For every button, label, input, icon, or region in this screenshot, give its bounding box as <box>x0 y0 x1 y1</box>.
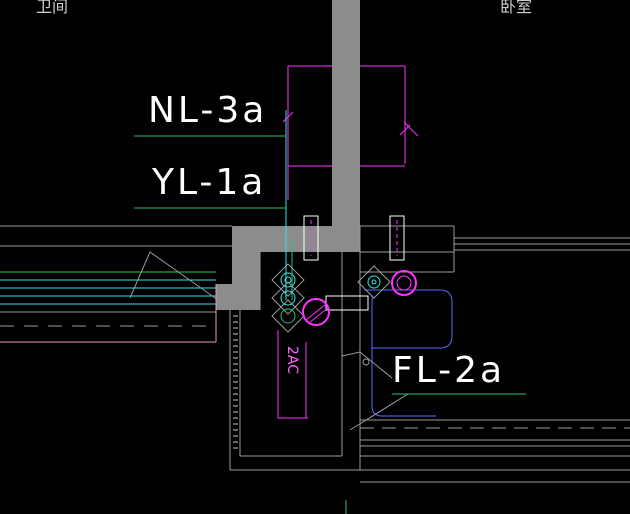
pipe-shaft <box>229 252 361 471</box>
label-yl-1a: YL-1a <box>151 162 266 203</box>
right-slab-lines <box>359 225 630 483</box>
room-label-top-right: 卧室 <box>500 0 532 16</box>
label-nl-3a: NL-3a <box>148 90 267 131</box>
room-label-top-left: 卫间 <box>36 0 68 16</box>
pipe-lines <box>285 110 453 514</box>
shaft-hatch <box>233 315 238 449</box>
label-fl-2a: FL-2a <box>392 350 505 391</box>
dimension-lines <box>277 65 419 419</box>
pipe-symbols <box>271 263 417 366</box>
left-slab-lines <box>0 225 232 343</box>
concrete-wall <box>216 0 360 310</box>
label-pipe-tag-2ac: 2AC <box>284 346 300 374</box>
